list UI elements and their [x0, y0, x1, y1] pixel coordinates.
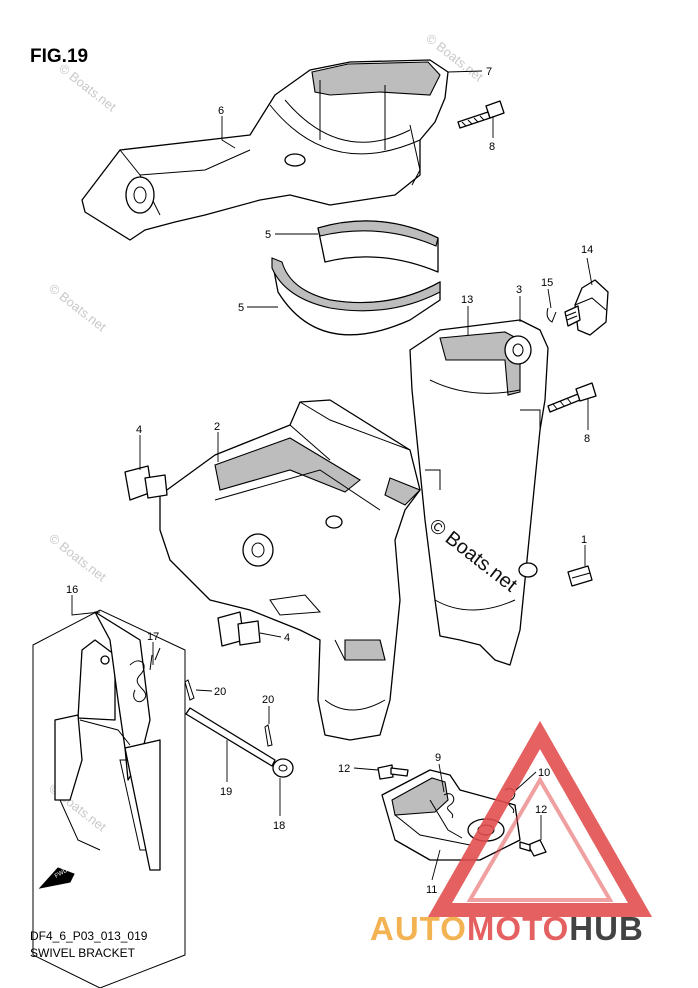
part-stern-bracket: [159, 399, 421, 741]
part-small-spring-9: [443, 793, 455, 819]
figure-code: DF4_6_P03_013_019: [30, 929, 148, 943]
callout-18: 18: [273, 820, 285, 832]
part-tilt-rod-assembly: [32, 609, 186, 988]
part-knob: [564, 279, 609, 336]
svg-text:AUTOMOTOHUB: AUTOMOTOHUB: [370, 910, 644, 947]
callout-10: 10: [538, 767, 550, 779]
part-swivel-case: [409, 319, 549, 666]
part-pin-15: [546, 307, 557, 323]
part-bolt-12b: [519, 839, 547, 857]
part-spring: [129, 647, 161, 703]
callout-8: 8: [584, 433, 590, 445]
part-bushing-upper: [317, 220, 439, 273]
brand-hub: HUB: [569, 910, 644, 947]
part-bolt-12a: [377, 764, 409, 780]
part-bushing-lower: [271, 257, 441, 336]
callout-6: 6: [218, 105, 224, 117]
callout-3: 3: [516, 284, 522, 296]
warning-triangle-icon: [427, 720, 653, 917]
callout-5: 5: [238, 302, 244, 314]
part-bolt-upper: [457, 100, 505, 129]
part-washer: [272, 758, 294, 778]
fwd-arrow-badge: FWD: [38, 867, 75, 889]
callout-8: 8: [489, 141, 495, 153]
part-cotter-pin-b: [264, 724, 273, 747]
brand-logo: AUTOMOTOHUB: [370, 720, 653, 947]
figure-title: FIG.19: [30, 46, 88, 67]
part-bushing-4-upper: [124, 465, 168, 501]
callout-16: 16: [66, 584, 78, 596]
watermark-text: © Boats.net: [46, 531, 109, 585]
callout-labels: 7 6 8 5 5 14 15 3 13 8 4 2 1 16 4 17 20 …: [66, 66, 593, 896]
callout-2: 2: [214, 421, 220, 433]
callout-9: 9: [435, 752, 441, 764]
callout-12: 12: [535, 804, 547, 816]
part-clamp-bracket: [81, 59, 449, 241]
part-cotter-pin-a: [184, 679, 195, 701]
callout-7: 7: [486, 66, 492, 78]
part-bolt-lower: [547, 382, 597, 413]
callout-15: 15: [541, 277, 553, 289]
callout-12: 12: [338, 763, 350, 775]
callout-17: 17: [147, 631, 159, 643]
leader-lines: [71, 70, 593, 881]
watermark-text: © Boats.net: [56, 61, 119, 115]
callout-1: 1: [581, 534, 587, 546]
figure-name: SWIVEL BRACKET: [30, 946, 136, 960]
callout-5: 5: [265, 229, 271, 241]
callout-4: 4: [136, 424, 142, 436]
brand-auto: AUTO: [370, 910, 467, 947]
part-bushing-4-lower: [217, 611, 261, 647]
watermark-text: © Boats.net: [46, 281, 109, 335]
callout-11: 11: [426, 884, 437, 896]
callout-4: 4: [284, 632, 290, 644]
brand-moto: MOTO: [467, 910, 569, 947]
callout-14: 14: [581, 244, 593, 256]
part-grease-nipple: [567, 565, 593, 587]
part-rod: [185, 707, 276, 767]
callout-19: 19: [220, 786, 232, 798]
callout-20: 20: [262, 694, 274, 706]
callout-20: 20: [214, 686, 226, 698]
callout-13: 13: [461, 294, 473, 306]
